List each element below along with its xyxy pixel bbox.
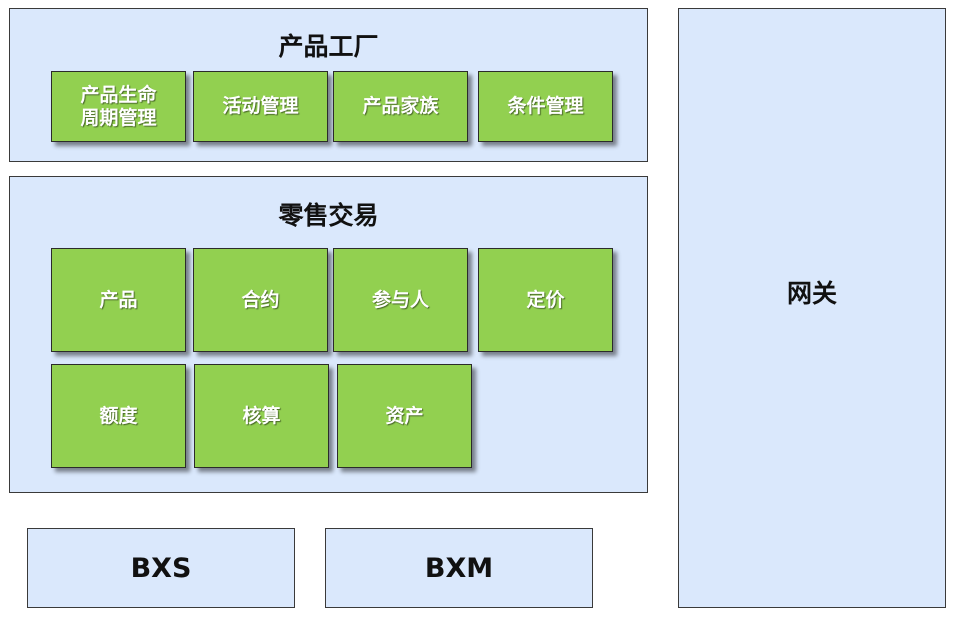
module-label: 产品 — [99, 288, 138, 311]
module-label: 额度 — [99, 404, 138, 427]
module-label: 合约 — [241, 288, 280, 311]
bxm-box: BXM — [325, 528, 593, 608]
module-product: 产品 — [51, 248, 186, 352]
module-contract: 合约 — [193, 248, 328, 352]
module-quota: 额度 — [51, 364, 186, 468]
module-product-family: 产品家族 — [333, 71, 468, 142]
module-label: 条件管理 — [507, 95, 584, 117]
product-factory-panel: 产品工厂 产品生命 周期管理 活动管理 产品家族 条件管理 — [9, 8, 648, 162]
module-label: 产品生命 周期管理 — [80, 83, 157, 129]
module-participant: 参与人 — [333, 248, 468, 352]
module-pricing: 定价 — [478, 248, 613, 352]
product-factory-title: 产品工厂 — [278, 32, 379, 61]
module-label: 资产 — [385, 404, 424, 427]
module-product-lifecycle: 产品生命 周期管理 — [51, 71, 186, 142]
bxm-label: BXM — [424, 552, 494, 584]
module-condition-management: 条件管理 — [478, 71, 613, 142]
module-label: 定价 — [526, 288, 565, 311]
module-label: 核算 — [242, 404, 281, 427]
gateway-panel: 网关 — [678, 8, 946, 608]
retail-trading-title: 零售交易 — [278, 201, 379, 230]
bxs-box: BXS — [27, 528, 295, 608]
module-label: 参与人 — [371, 288, 429, 311]
module-label: 活动管理 — [222, 95, 299, 117]
module-label: 产品家族 — [362, 95, 439, 117]
retail-trading-panel: 零售交易 产品 合约 参与人 定价 额度 核算 资产 — [9, 176, 648, 493]
module-campaign-management: 活动管理 — [193, 71, 328, 142]
bxs-label: BXS — [130, 552, 192, 584]
module-assets: 资产 — [337, 364, 472, 468]
module-accounting: 核算 — [194, 364, 329, 468]
gateway-label: 网关 — [786, 279, 837, 308]
